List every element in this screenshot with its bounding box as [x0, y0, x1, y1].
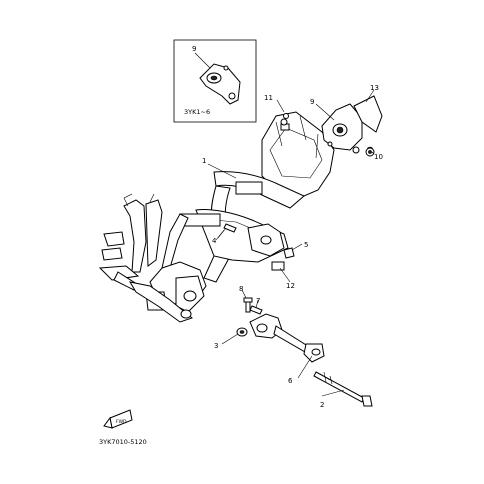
callout-7: 7 [256, 297, 260, 305]
callout-5: 5 [304, 241, 308, 249]
callout-6: 6 [288, 377, 293, 385]
callout-9-inset: 9 [192, 45, 196, 53]
variant-inset-box: 9 3YK1~6 [173, 39, 257, 123]
callout-4: 4 [212, 237, 217, 245]
callout-3: 3 [214, 342, 218, 350]
callout-9-main: 9 [310, 98, 314, 106]
leader-lines [207, 89, 375, 397]
part-4-bolt [217, 223, 237, 239]
forward-badge-label: FWD [116, 419, 127, 425]
callout-11: 11 [264, 94, 273, 102]
callout-12: 12 [286, 282, 295, 290]
inset-variant-label: 3YK1~6 [184, 108, 210, 116]
bracket-part-inset [199, 63, 241, 105]
part-11-bolt [276, 99, 289, 119]
callout-8: 8 [239, 285, 243, 293]
part-5-nut [283, 247, 295, 259]
callout-1: 1 [202, 157, 206, 165]
part-3-nut [236, 327, 248, 337]
callout-10: 10 [374, 153, 383, 161]
part-10-nut [365, 147, 375, 157]
part-6-link-assembly [249, 313, 325, 363]
part-7-bolt [249, 305, 263, 315]
callout-2: 2 [320, 401, 324, 409]
part-8-bolt [243, 297, 253, 313]
part-2-long-bolt [313, 371, 373, 407]
forward-direction-badge: FWD [103, 409, 133, 429]
callout-13: 13 [370, 84, 379, 92]
main-frame [98, 95, 383, 323]
callout-numbers: 1 2 3 4 5 6 7 8 9 10 11 12 13 [202, 84, 383, 409]
part-12-rubber [271, 261, 285, 271]
figure-code: 3YK7010-5120 [99, 438, 147, 446]
